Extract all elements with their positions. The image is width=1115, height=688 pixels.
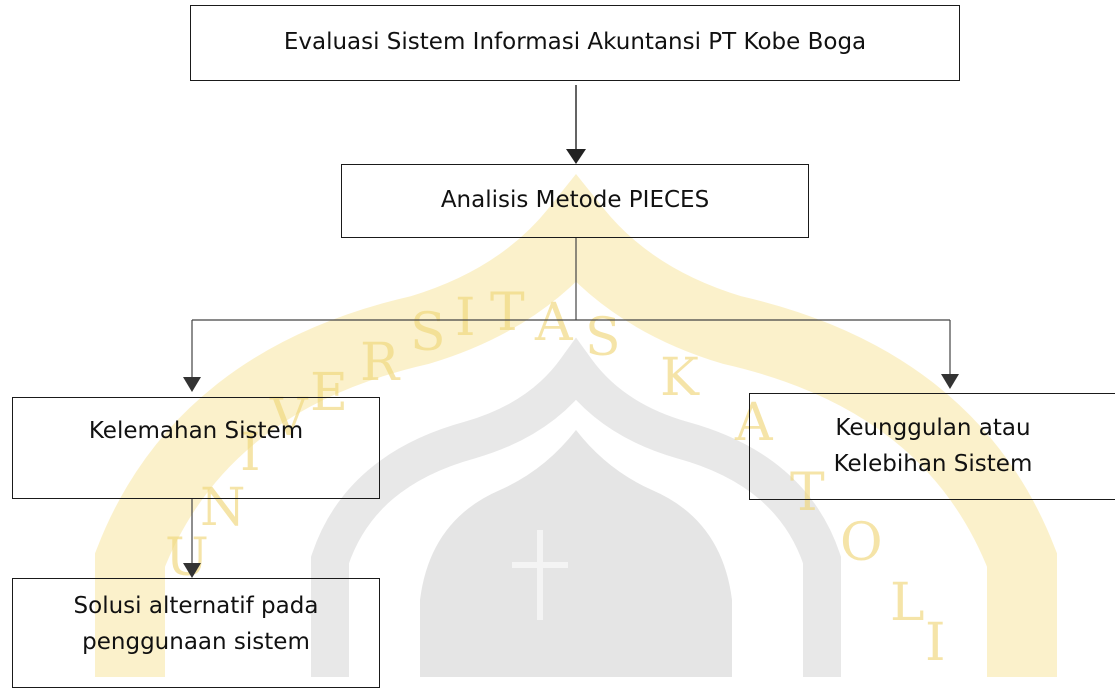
title-box-label: Evaluasi Sistem Informasi Akuntansi PT K… — [283, 29, 867, 56]
svg-text:V: V — [269, 388, 309, 448]
arrowhead-method — [566, 149, 586, 164]
seal-cross — [512, 530, 568, 620]
svg-text:T: T — [490, 283, 525, 343]
seal-outer-arch — [95, 173, 1057, 677]
seal-lettering: U N I V E R S I T A S K A T O L I — [165, 283, 946, 673]
solution-box-label: Solusi alternatif pada penggunaan sistem — [73, 593, 319, 655]
solution-box: Solusi alternatif pada penggunaan sistem — [12, 578, 380, 688]
seal-inner-arch — [311, 337, 841, 677]
svg-text:A: A — [734, 393, 774, 453]
svg-text:O: O — [840, 513, 883, 573]
strength-box: Keunggulan atau Kelebihan Sistem — [749, 393, 1115, 500]
arrowhead-weakness — [183, 377, 201, 392]
weakness-box: Kelemahan Sistem — [12, 397, 380, 499]
svg-text:E: E — [310, 363, 348, 423]
method-box: Analisis Metode PIECES — [341, 164, 809, 238]
arrowhead-strength — [941, 374, 959, 389]
svg-text:N: N — [200, 478, 246, 538]
svg-text:I: I — [925, 613, 946, 673]
svg-text:S: S — [410, 303, 446, 363]
weakness-box-label: Kelemahan Sistem — [88, 418, 304, 444]
svg-text:K: K — [660, 348, 700, 408]
arrowhead-solution — [183, 563, 201, 578]
svg-text:R: R — [360, 333, 401, 393]
strength-box-label: Keunggulan atau Kelebihan Sistem — [833, 414, 1033, 477]
svg-text:S: S — [585, 308, 621, 368]
svg-text:T: T — [790, 463, 825, 523]
title-box: Evaluasi Sistem Informasi Akuntansi PT K… — [190, 5, 960, 81]
svg-text:I: I — [455, 288, 476, 348]
method-box-label: Analisis Metode PIECES — [440, 187, 710, 214]
svg-text:L: L — [890, 573, 925, 633]
seal-doorway — [420, 430, 732, 677]
svg-text:A: A — [534, 293, 574, 353]
svg-text:I: I — [240, 423, 261, 483]
